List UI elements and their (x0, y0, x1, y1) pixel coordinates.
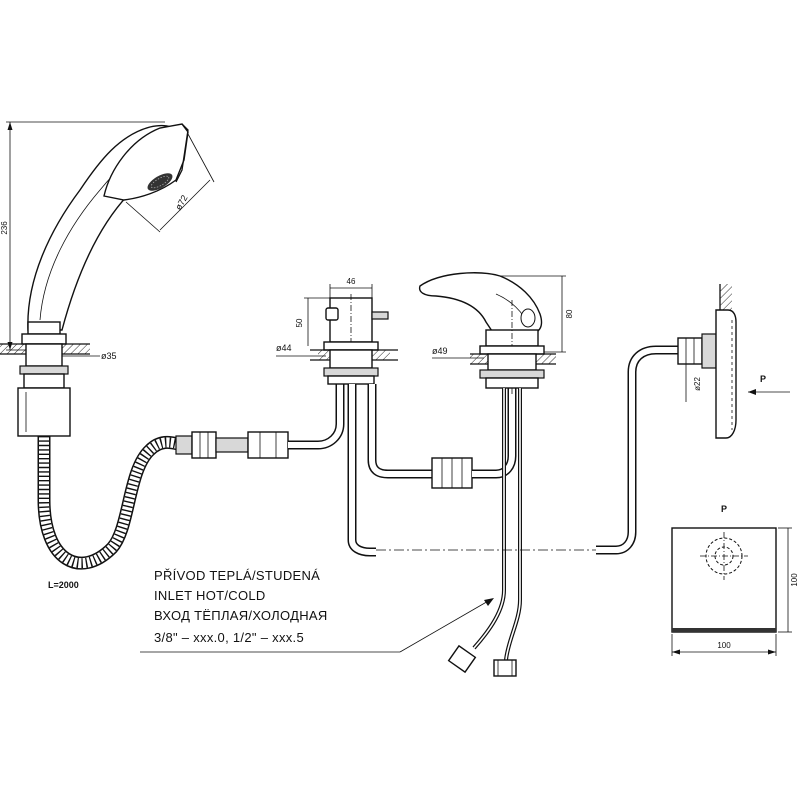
diverter-washer (327, 375, 375, 385)
diverter-base-diameter-label: ø44 (276, 343, 292, 353)
diverter-nut (323, 367, 379, 377)
holder-collar (21, 333, 67, 345)
lever-cap (520, 308, 536, 328)
mixer-valve: 80 ø49 (418, 272, 574, 677)
wall-plate (715, 309, 737, 439)
flexible-hose: L=2000 (37, 378, 345, 590)
mixer-connect-pipe-inner (369, 384, 436, 477)
outlet-pipe (596, 345, 680, 555)
connector-pipe (215, 437, 249, 453)
diameter-extension (125, 201, 161, 233)
hose-connector (175, 435, 193, 455)
holder-nut (19, 365, 69, 375)
outlet-diameter-label: ø22 (693, 377, 702, 391)
diverter-height-label: 50 (295, 318, 304, 327)
holder-shank (25, 343, 63, 367)
inlet-fitting-right (493, 659, 517, 677)
holder-body (23, 373, 65, 389)
handshower-base-diameter-label: ø35 (101, 351, 117, 361)
spray-face (147, 173, 173, 191)
inlet-fitting-left (447, 644, 477, 674)
mixer-connect-pipe (367, 384, 436, 479)
diverter-shank (329, 349, 373, 369)
outlet-pipe-inner (596, 347, 680, 553)
hose-inner (39, 436, 180, 569)
diverter-collar (323, 341, 379, 351)
mixer-nut (479, 369, 545, 379)
mixer-collar (479, 345, 545, 355)
inlet-hose-right-inner (505, 388, 521, 661)
hose-length-label: L=2000 (48, 580, 79, 590)
holder-top (27, 321, 61, 335)
holder-sleeve (17, 387, 71, 437)
inlet-hose-left-inner (473, 388, 505, 649)
mixer-lever (418, 272, 543, 335)
diverter-valve: 46 50 ø44 (276, 277, 436, 557)
inlet-note-line-3: ВХОД ТЁПЛАЯ/ХОЛОДНАЯ (154, 608, 328, 623)
plate-title: P (721, 504, 727, 514)
inlet-note-line-1: PŘÍVOD TEPLÁ/STUDENÁ (154, 568, 320, 583)
hand-shower: 236 ø72 ø35 (0, 121, 215, 437)
plate-bottom-edge (672, 628, 776, 632)
head-diameter-label: ø72 (173, 193, 189, 211)
union-out-pipe-inner (472, 388, 515, 477)
diverter-feed-pipe (288, 378, 345, 450)
diameter-dimension-line (159, 179, 211, 231)
handshower-height-label: 236 (0, 221, 9, 235)
diverter-lever (371, 311, 389, 320)
spray-nozzles (150, 175, 170, 189)
arrow-head (7, 122, 13, 130)
diameter-extension (187, 133, 215, 183)
arrow-head (768, 649, 776, 655)
shower-head-rim (175, 123, 189, 183)
plate-height-label: 100 (790, 573, 799, 587)
mixer-height-label: 80 (565, 309, 574, 318)
hose-nut (191, 431, 217, 459)
union-nut (247, 431, 289, 459)
diverter-knob-left (325, 307, 339, 321)
inlet-note-line-2: INLET HOT/COLD (154, 588, 266, 603)
outlet-flange (701, 333, 717, 369)
mixer-shank (487, 353, 537, 371)
inlet-note-line-4: 3/8" – xxx.0, 1/2" – xxx.5 (154, 630, 304, 645)
pipe-union (431, 388, 517, 489)
view-arrow-head (748, 389, 756, 395)
leader-arrow (484, 598, 494, 606)
diverter-down-pipe-inner (349, 384, 376, 555)
diverter-width-label: 46 (347, 277, 356, 286)
plate-width-label: 100 (717, 641, 731, 650)
arrow-head (672, 649, 680, 655)
wall-outlet: ø22 P (596, 284, 790, 555)
note-leader (399, 599, 491, 653)
plate-view: P 100 100 (671, 504, 799, 656)
inlet-note: PŘÍVOD TEPLÁ/STUDENÁ INLET HOT/COLD ВХОД… (140, 568, 494, 653)
diverter-feed-pipe-inner (288, 378, 343, 448)
mixer-washer (485, 377, 539, 389)
view-marker-label: P (760, 374, 766, 384)
mixer-base-diameter-label: ø49 (432, 346, 448, 356)
outlet-nut (677, 337, 703, 365)
